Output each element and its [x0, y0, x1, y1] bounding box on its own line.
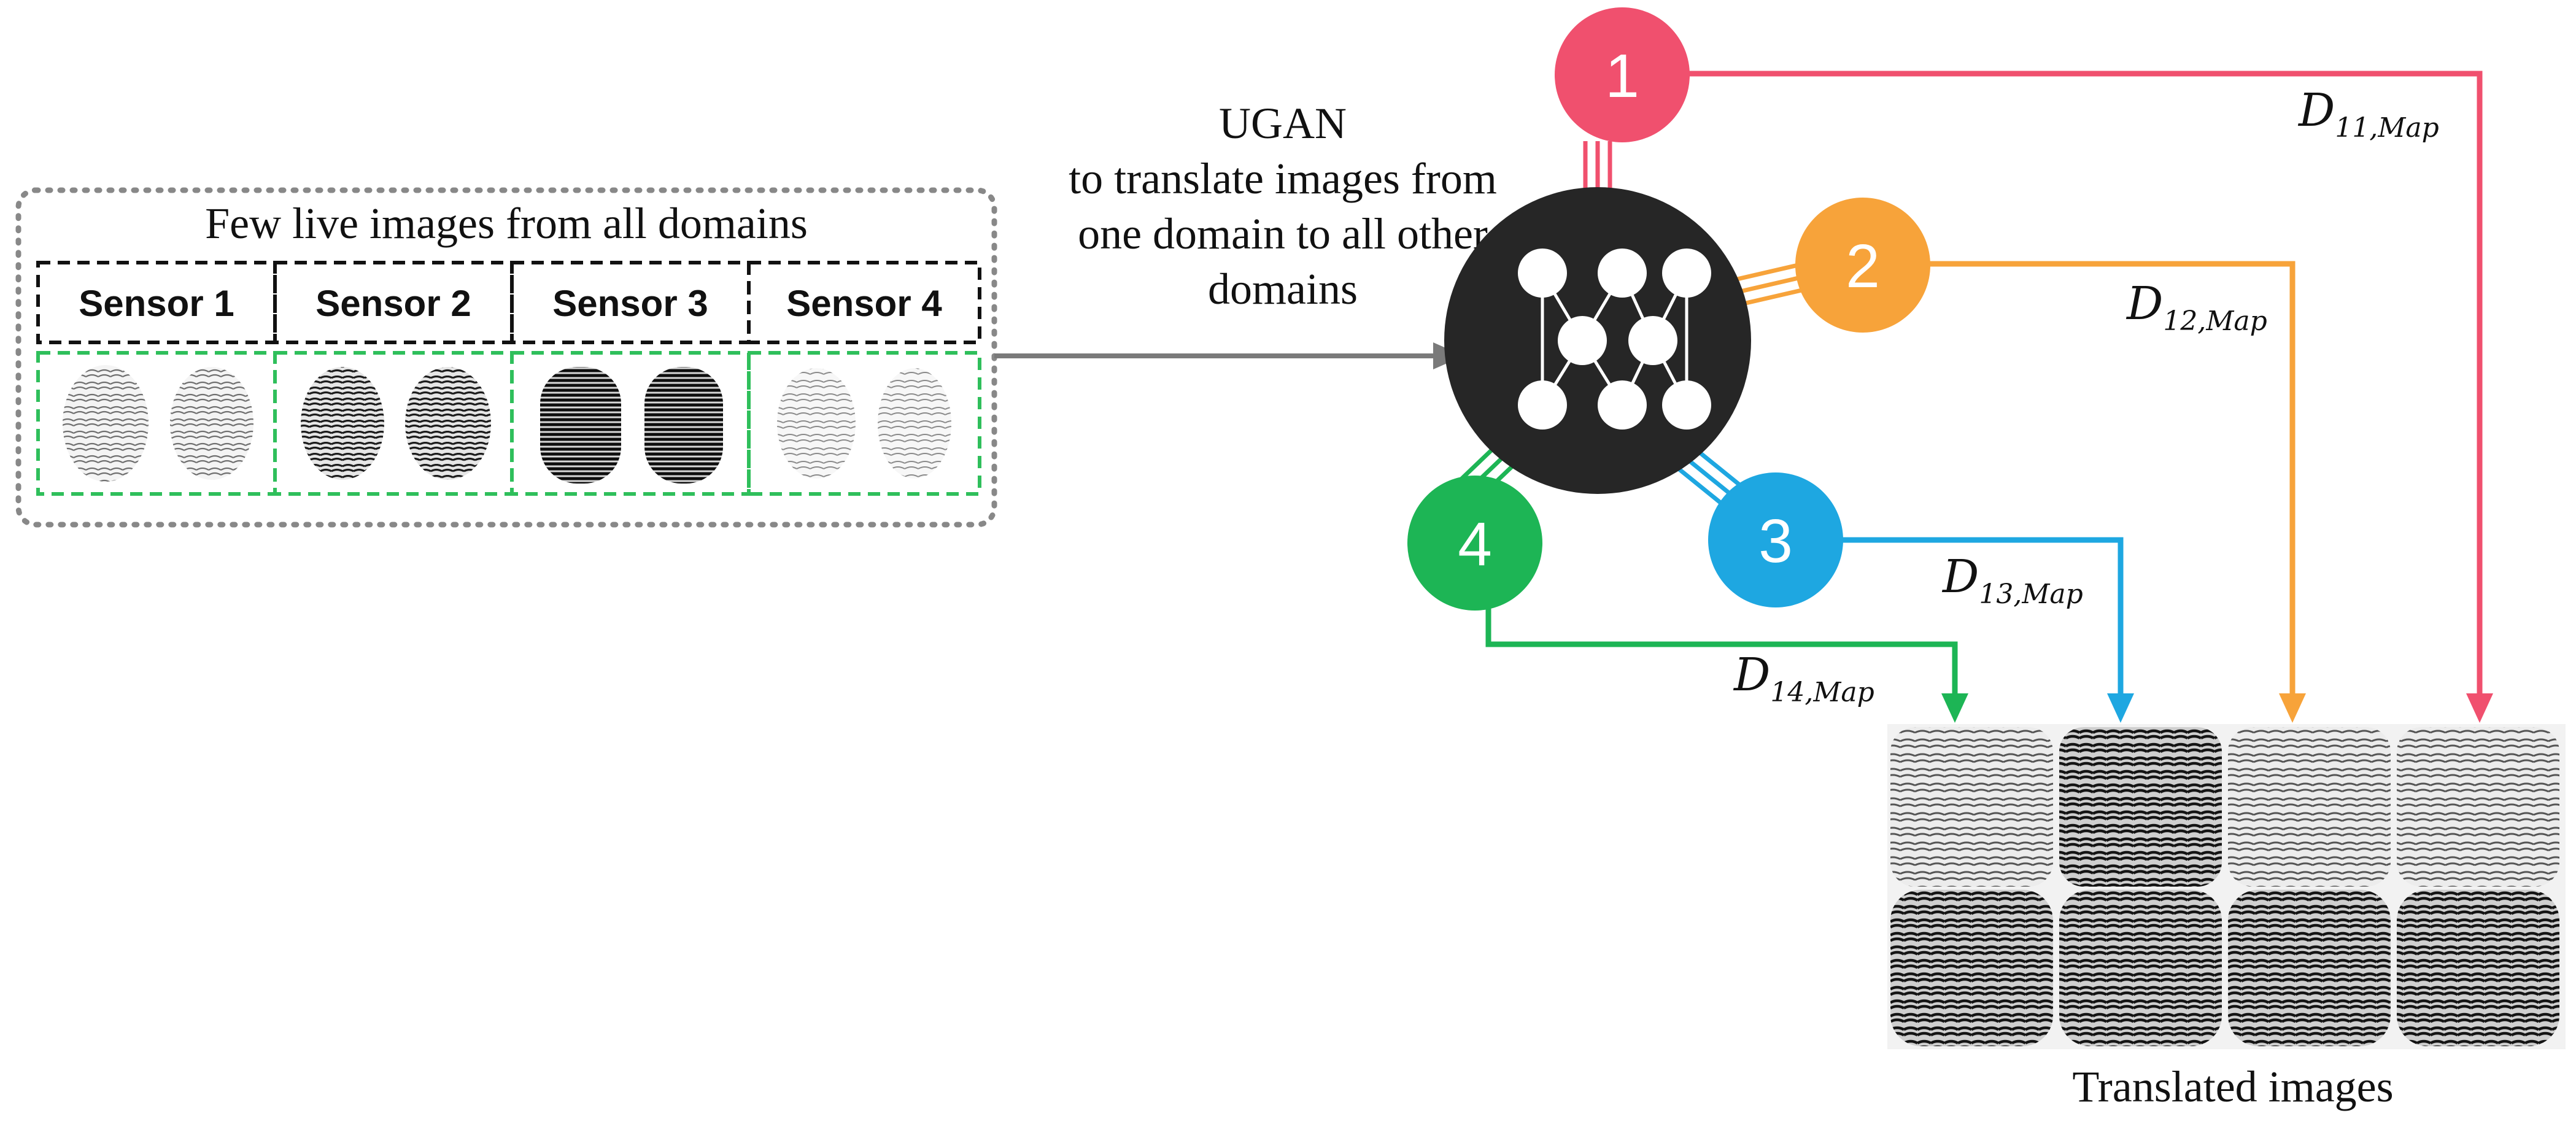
ugan-network-icon — [1444, 187, 1751, 494]
sensor-label-1: Sensor 1 — [79, 283, 234, 324]
domain-node-1 — [1555, 7, 1690, 142]
fingerprint-sensor1-b — [170, 367, 253, 480]
network-neurons — [1518, 249, 1711, 430]
domain-node-3-label: 3 — [1758, 507, 1793, 576]
fingerprint-sensor4-a — [777, 368, 856, 479]
label-d12: D12,Map — [2125, 277, 2267, 337]
sensor-label-3: Sensor 3 — [552, 283, 708, 324]
input-panel: Few live images from all domains Sensor … — [15, 187, 997, 528]
ugan-line-1: UGAN — [1219, 99, 1347, 148]
ugan-label: UGAN to translate images from one domain… — [1069, 99, 1497, 314]
fingerprint-sensor3-b — [644, 367, 723, 484]
domain-node-4-label: 4 — [1458, 510, 1492, 579]
sensor-header-row: Sensor 1 Sensor 2 Sensor 3 Sensor 4 — [36, 261, 981, 344]
domain-node-2-label: 2 — [1846, 232, 1880, 301]
fingerprint-sensor1-a — [63, 365, 149, 482]
translated-image-d12-row1 — [2228, 727, 2391, 887]
label-d13: D13,Map — [1941, 550, 2083, 610]
sensor-fingerprint-row — [36, 351, 981, 496]
input-arrow — [994, 342, 1464, 369]
ugan-line-3: one domain to all other — [1078, 209, 1488, 258]
mapping-arrows — [1485, 71, 2493, 723]
sensor-label-4: Sensor 4 — [786, 283, 942, 324]
arrow-d11 — [1679, 71, 2483, 700]
translated-image-d11-row1 — [2397, 727, 2559, 887]
translated-image-d12-row2 — [2228, 890, 2391, 1046]
sensor-label-2: Sensor 2 — [315, 283, 471, 324]
arrow-d14 — [1485, 607, 1958, 700]
label-d11: D11,Map — [2297, 84, 2439, 144]
domain-nodes: 1 2 3 4 — [1407, 7, 1930, 611]
translated-image-d11-row2 — [2397, 890, 2559, 1046]
translated-images-caption: Translated images — [2072, 1062, 2393, 1111]
arrow-d13 — [1838, 537, 2124, 700]
fingerprint-sensor2-a — [301, 367, 384, 480]
domain-node-3 — [1708, 472, 1843, 607]
fingerprint-sensor3-a — [540, 367, 621, 484]
translated-image-d13-row1 — [2059, 727, 2222, 887]
translated-images-grid — [1887, 724, 2566, 1049]
ugan-line-4: domains — [1208, 264, 1358, 314]
domain-node-1-label: 1 — [1605, 42, 1639, 110]
label-d14: D14,Map — [1733, 649, 1874, 708]
fingerprint-sensor4-b — [878, 368, 951, 479]
fingerprint-sensor2-b — [405, 367, 491, 480]
input-panel-title: Few live images from all domains — [205, 199, 808, 248]
translated-image-d13-row2 — [2059, 890, 2222, 1046]
ugan-line-2: to translate images from — [1069, 154, 1497, 203]
translated-image-d14-row1 — [1890, 727, 2053, 887]
translated-image-d14-row2 — [1890, 890, 2053, 1046]
arrow-d12 — [1927, 261, 2296, 700]
domain-node-2 — [1795, 198, 1930, 333]
domain-node-4 — [1407, 476, 1542, 611]
mapping-labels: D11,Map D12,Map D13,Map D14,Map — [1733, 84, 2439, 708]
